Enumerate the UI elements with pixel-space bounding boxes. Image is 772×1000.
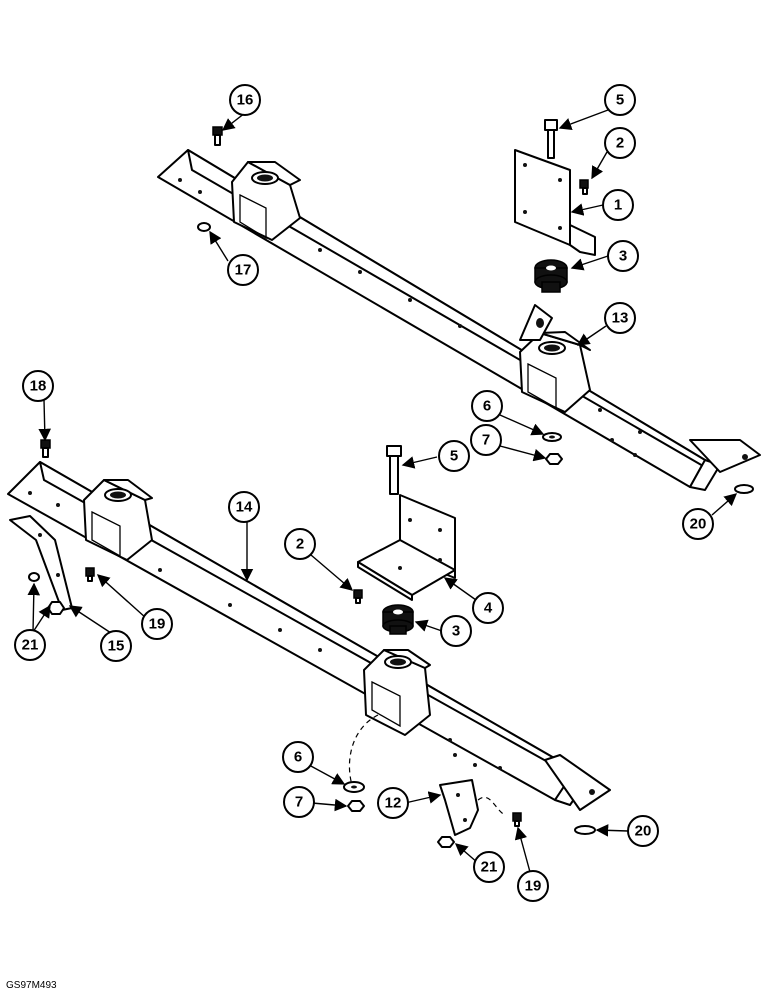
svg-text:17: 17 [235,262,252,279]
screw-18 [40,439,51,458]
screw-lower [353,589,363,604]
callout-18: 18 [22,370,54,402]
svg-text:4: 4 [484,600,493,617]
screw-upper [579,179,589,195]
bracket-12 [439,779,479,836]
callout-17: 17 [227,254,259,286]
callout-13: 13 [604,302,636,334]
washer-21-left [28,572,40,582]
callout-21-lower: 21 [473,851,505,883]
callout-3-lower: 3 [440,615,472,647]
nut-lower [347,800,365,812]
bolt-lower [386,445,402,495]
svg-text:6: 6 [294,749,302,766]
svg-text:20: 20 [690,516,707,533]
screw-19-left [85,567,95,582]
svg-text:2: 2 [296,536,304,553]
svg-text:7: 7 [482,432,490,449]
leader-lines [27,109,738,873]
callout-19-lower: 19 [517,870,549,902]
callout-19-left: 19 [141,608,173,640]
callout-2-lower: 2 [284,528,316,560]
washer-20-lower [574,825,596,835]
washer-20-upper [734,484,754,494]
callout-5-upper: 5 [604,84,636,116]
svg-text:16: 16 [237,92,254,109]
assembly-line [348,714,379,786]
callout-6-lower: 6 [282,741,314,773]
svg-text:6: 6 [483,398,491,415]
callout-7-upper: 7 [470,424,502,456]
callout-5-lower: 5 [438,440,470,472]
svg-text:21: 21 [22,637,39,654]
svg-text:18: 18 [30,378,47,395]
callout-15: 15 [100,630,132,662]
svg-text:19: 19 [525,878,542,895]
svg-text:5: 5 [616,92,624,109]
svg-text:3: 3 [452,623,460,640]
callout-16: 16 [229,84,261,116]
callout-2-upper: 2 [604,127,636,159]
bracket-4 [357,494,456,601]
callout-21-left: 21 [14,629,46,661]
svg-text:15: 15 [108,638,125,655]
callout-3-upper: 3 [607,240,639,272]
svg-text:7: 7 [295,794,303,811]
callout-20-upper: 20 [682,508,714,540]
bolt-upper [544,119,558,159]
mounting-plate [514,149,596,256]
figure-reference: GS97M493 [6,980,57,991]
callout-7-lower: 7 [283,786,315,818]
screw-19-lower [512,812,522,827]
svg-text:14: 14 [236,499,253,516]
washer-17 [197,222,211,232]
callout-4: 4 [472,592,504,624]
callout-12: 12 [377,787,409,819]
lower-rail [7,461,611,811]
nut-21-lower [437,836,455,848]
svg-text:13: 13 [612,310,629,327]
svg-text:12: 12 [385,795,402,812]
callout-20-lower: 20 [627,815,659,847]
upper-rail [157,149,761,491]
nut-upper [545,453,563,465]
screw-16 [212,126,223,146]
callout-14: 14 [228,491,260,523]
svg-text:2: 2 [616,135,624,152]
callout-1: 1 [602,189,634,221]
assembly-line-12 [477,796,506,816]
bracket-15 [9,515,73,611]
svg-text:21: 21 [481,859,498,876]
svg-text:19: 19 [149,616,166,633]
svg-text:3: 3 [619,248,627,265]
nut-21-left [47,601,65,615]
svg-text:20: 20 [635,823,652,840]
svg-text:1: 1 [614,197,622,214]
svg-text:5: 5 [450,448,458,465]
isolator-lower [382,604,414,635]
callout-6-upper: 6 [471,390,503,422]
isolator-upper [534,259,568,293]
